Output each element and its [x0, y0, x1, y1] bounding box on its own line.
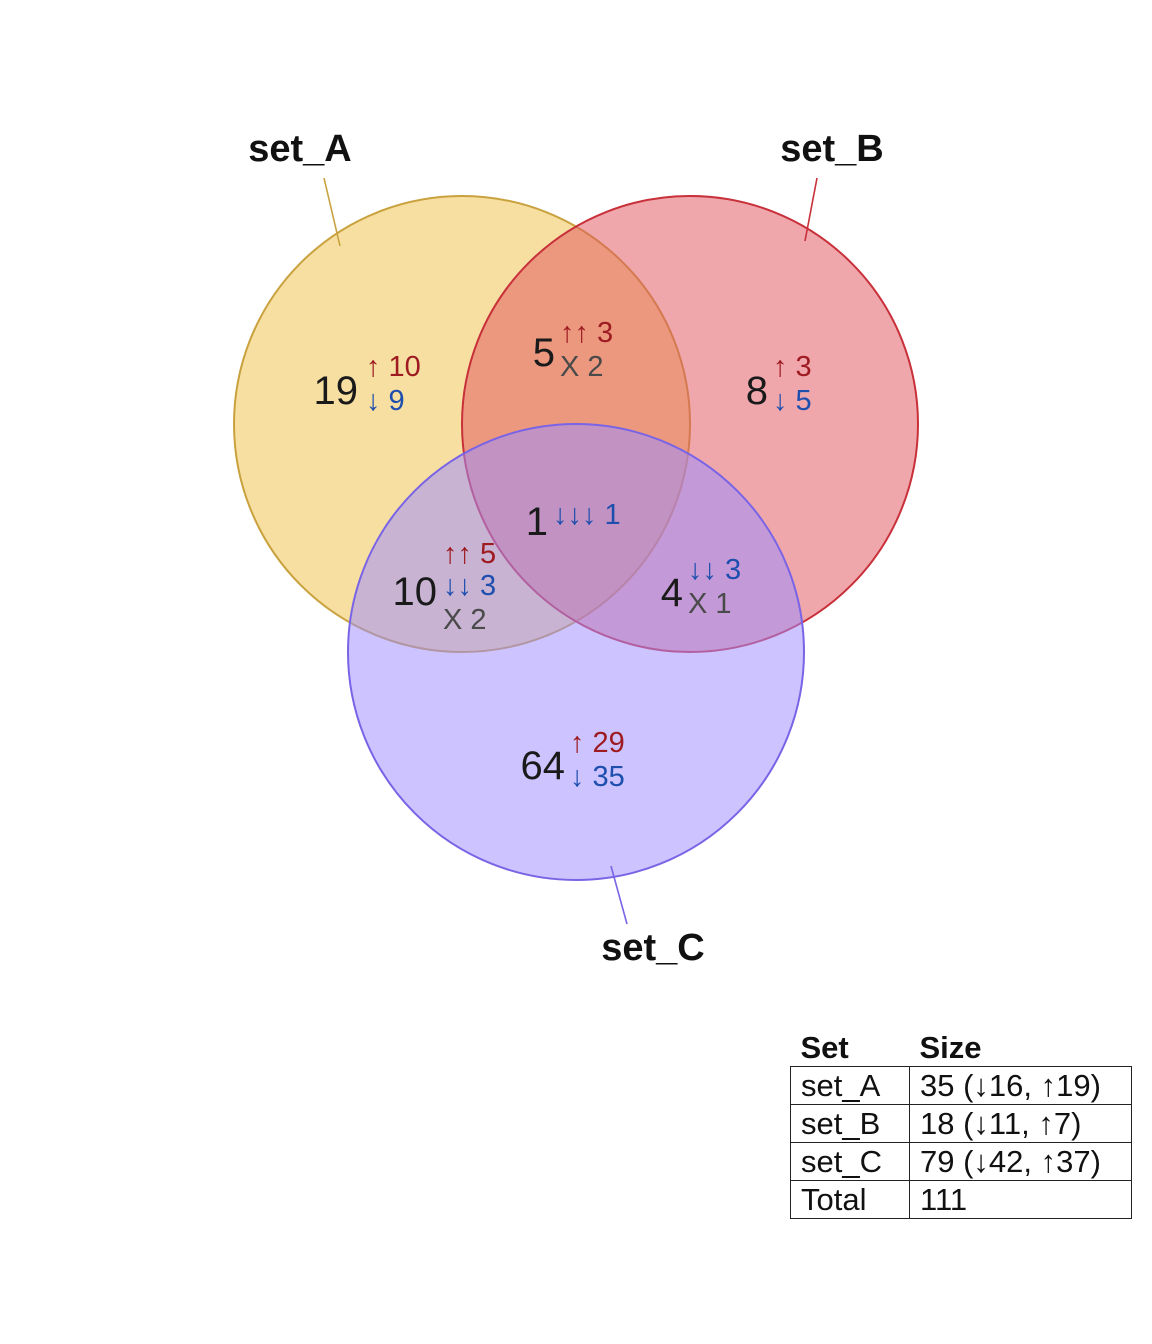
table-row: Total 111 [790, 1180, 1132, 1219]
table-row: set_B 18 (↓11, ↑7) [790, 1104, 1132, 1143]
region-ac: 10↑↑ 5↓↓ 3X 2 [393, 538, 497, 636]
table-cell-size: 18 (↓11, ↑7) [909, 1104, 1132, 1143]
region-count: 19 [314, 369, 359, 413]
region-count: 5 [533, 331, 555, 375]
set-c-leader-line [610, 865, 628, 925]
table-cell-size: 79 (↓42, ↑37) [909, 1142, 1132, 1181]
set-c-circle [347, 423, 805, 881]
set-b-label: set_B [780, 128, 884, 170]
region-down-breakdown: ↓ 9 [366, 385, 405, 417]
region-a-only: 19↑ 10↓ 9 [314, 351, 421, 417]
region-count: 8 [746, 369, 768, 413]
region-down-breakdown: ↓↓↓ 1 [553, 499, 621, 531]
region-up-breakdown: ↑↑ 5 [443, 538, 496, 570]
table-cell-set: set_A [790, 1066, 910, 1105]
region-up-breakdown: ↑ 29 [570, 727, 625, 759]
region-down-breakdown: ↓↓ 3 [688, 554, 741, 586]
table-cell-size: 111 [909, 1180, 1132, 1219]
region-mixed-breakdown: X 2 [443, 604, 487, 636]
region-down-breakdown: ↓ 5 [773, 385, 812, 417]
header-size: Size [919, 1030, 982, 1065]
region-mixed-breakdown: X 1 [688, 588, 732, 620]
region-up-breakdown: ↑↑ 3 [560, 317, 613, 349]
set-c-label: set_C [601, 927, 705, 969]
set-a-label: set_A [248, 128, 352, 170]
region-down-breakdown: ↓↓ 3 [443, 570, 496, 602]
region-c-only: 64↑ 29↓ 35 [521, 727, 625, 793]
table-row: set_A 35 (↓16, ↑19) [790, 1066, 1132, 1105]
region-count: 4 [661, 571, 683, 615]
label-leader-lines [323, 177, 818, 925]
header-set: Set [800, 1030, 849, 1065]
region-count: 10 [393, 570, 438, 614]
region-down-breakdown: ↓ 35 [570, 761, 625, 793]
region-ab: 5↑↑ 3X 2 [533, 317, 613, 383]
region-b-only: 8↑ 3↓ 5 [746, 351, 812, 417]
table-cell-set: Total [790, 1180, 910, 1219]
region-abc: 1↓↓↓ 1 [526, 499, 621, 544]
table-cell-set: set_C [790, 1142, 910, 1181]
set-b-leader-line [804, 177, 818, 242]
table-header-row: Set Size [791, 1030, 1132, 1067]
table-row: set_C 79 (↓42, ↑37) [790, 1142, 1132, 1181]
region-up-breakdown: ↑ 3 [773, 351, 812, 383]
region-count: 64 [521, 744, 566, 788]
region-count: 1 [526, 500, 548, 544]
region-bc: 4↓↓ 3X 1 [661, 554, 741, 620]
set-circles [233, 195, 919, 881]
table-cell-size: 35 (↓16, ↑19) [909, 1066, 1132, 1105]
set-labels: set_A set_B set_C [248, 128, 884, 969]
set-size-table: Set Size set_A 35 (↓16, ↑19) set_B 18 (↓… [790, 1030, 1132, 1219]
region-up-breakdown: ↑ 10 [366, 351, 421, 383]
table-cell-set: set_B [790, 1104, 910, 1143]
region-mixed-breakdown: X 2 [560, 351, 604, 383]
set-a-leader-line [323, 177, 341, 247]
region-annotations: 19↑ 10↓ 95↑↑ 3X 28↑ 3↓ 51↓↓↓ 110↑↑ 5↓↓ 3… [314, 317, 812, 793]
